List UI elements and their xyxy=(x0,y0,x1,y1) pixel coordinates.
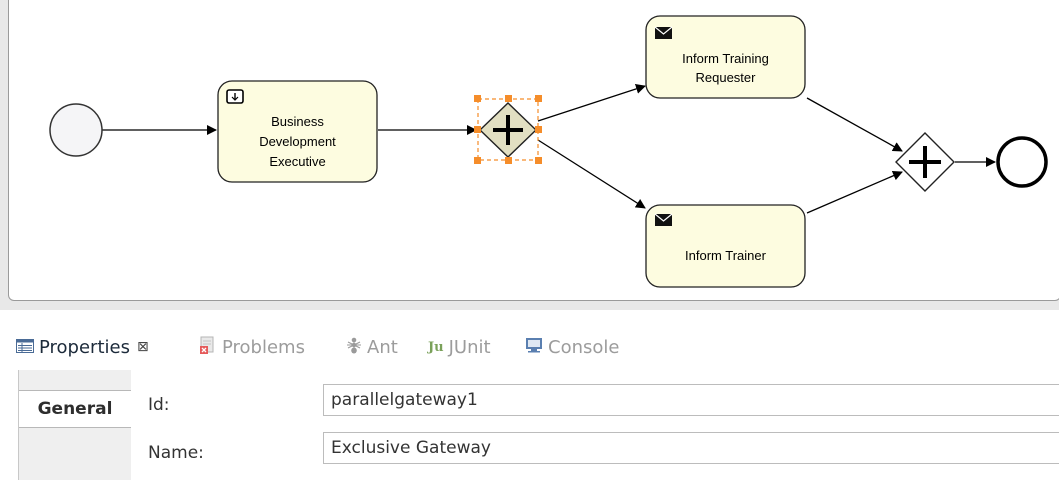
envelope-icon xyxy=(654,213,673,226)
flow-split-to-requester[interactable] xyxy=(537,84,646,122)
task-label-line: Business xyxy=(271,114,324,129)
envelope-icon xyxy=(654,26,673,39)
properties-panel: General Id: parallelgateway1 Name: Exclu… xyxy=(0,370,1059,480)
properties-icon xyxy=(16,337,34,358)
task-inform-trainer[interactable] xyxy=(645,204,806,288)
close-icon[interactable]: ⊠ xyxy=(136,339,149,355)
task-business-development-executive[interactable] xyxy=(217,80,378,183)
parallel-gateway-split[interactable] xyxy=(477,98,539,161)
tab-properties[interactable]: Properties ⊠ xyxy=(16,334,149,360)
flow-trainer-to-join[interactable] xyxy=(806,170,903,214)
section-tab-general[interactable]: General xyxy=(19,390,131,428)
ant-icon xyxy=(346,336,362,359)
end-event[interactable] xyxy=(996,136,1048,188)
console-icon xyxy=(525,337,543,358)
view-tab-bar: Properties ⊠ Problems Ant Ju JUnit Conso… xyxy=(0,324,1059,370)
task-label-line: Inform Trainer xyxy=(685,248,766,263)
tab-junit-label: JUnit xyxy=(448,336,491,358)
problems-icon xyxy=(199,336,217,359)
tab-console-label: Console xyxy=(548,336,620,358)
parallel-gateway-join[interactable] xyxy=(895,132,955,192)
diagram-canvas[interactable] xyxy=(8,0,1059,301)
task-label-business: Business Development Executive xyxy=(218,112,377,172)
flow-split-to-trainer[interactable] xyxy=(537,139,646,209)
tab-problems-label: Problems xyxy=(222,336,305,358)
tab-properties-label: Properties xyxy=(39,336,130,358)
tab-console[interactable]: Console xyxy=(525,334,619,360)
properties-section-list: General xyxy=(19,370,131,480)
flow-requester-to-join[interactable] xyxy=(806,97,903,152)
diagram-editor-frame xyxy=(0,0,1059,310)
panel-left-border xyxy=(0,370,19,480)
bpmn-diagram xyxy=(49,15,1048,288)
selection-handles[interactable] xyxy=(474,95,542,164)
tab-ant[interactable]: Ant xyxy=(346,334,398,360)
start-event[interactable] xyxy=(49,103,103,157)
name-field[interactable]: Exclusive Gateway xyxy=(323,432,1059,464)
task-label-line: Development xyxy=(259,134,336,149)
id-field-label: Id: xyxy=(148,395,170,415)
task-label-inform-trainer: Inform Trainer xyxy=(646,246,805,266)
task-inform-training-requester[interactable] xyxy=(645,15,806,99)
name-field-label: Name: xyxy=(148,443,204,463)
tab-problems[interactable]: Problems xyxy=(199,334,305,360)
task-label-line: Requester xyxy=(695,70,756,85)
tab-ant-label: Ant xyxy=(367,336,398,358)
task-label-inform-requester: Inform Training Requester xyxy=(646,49,805,87)
junit-icon: Ju xyxy=(428,339,444,355)
task-label-line: Inform Training xyxy=(682,51,769,66)
id-field[interactable]: parallelgateway1 xyxy=(323,384,1059,416)
tab-junit[interactable]: Ju JUnit xyxy=(428,334,491,360)
task-label-line: Executive xyxy=(269,154,326,169)
user-task-icon xyxy=(226,89,244,104)
